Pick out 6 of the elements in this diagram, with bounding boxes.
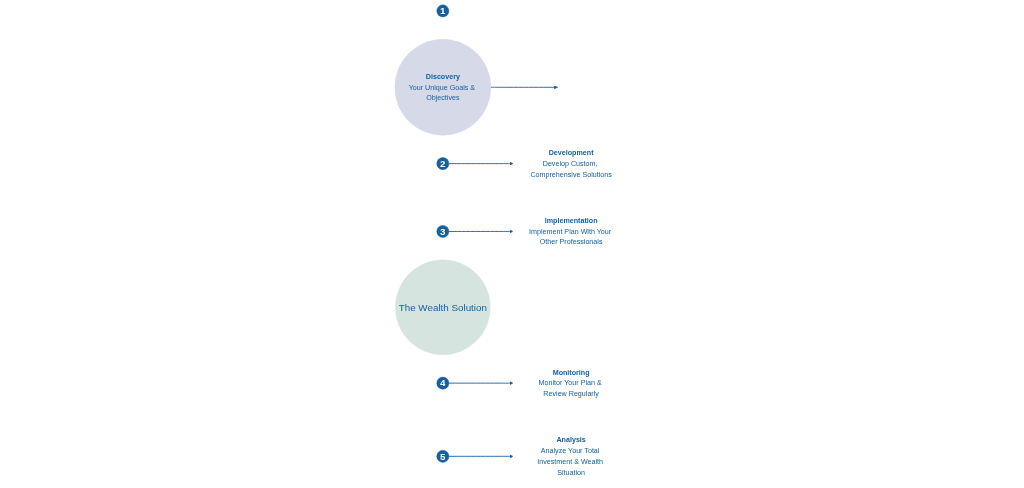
node-circle: 3 — [436, 225, 450, 238]
node-circle: The Wealth Solution — [395, 259, 491, 355]
node-circle: 1 — [436, 4, 450, 18]
node-circle: 5 — [436, 450, 450, 463]
node-circle: 4 — [436, 376, 450, 390]
node-circle: 2 — [436, 157, 450, 170]
